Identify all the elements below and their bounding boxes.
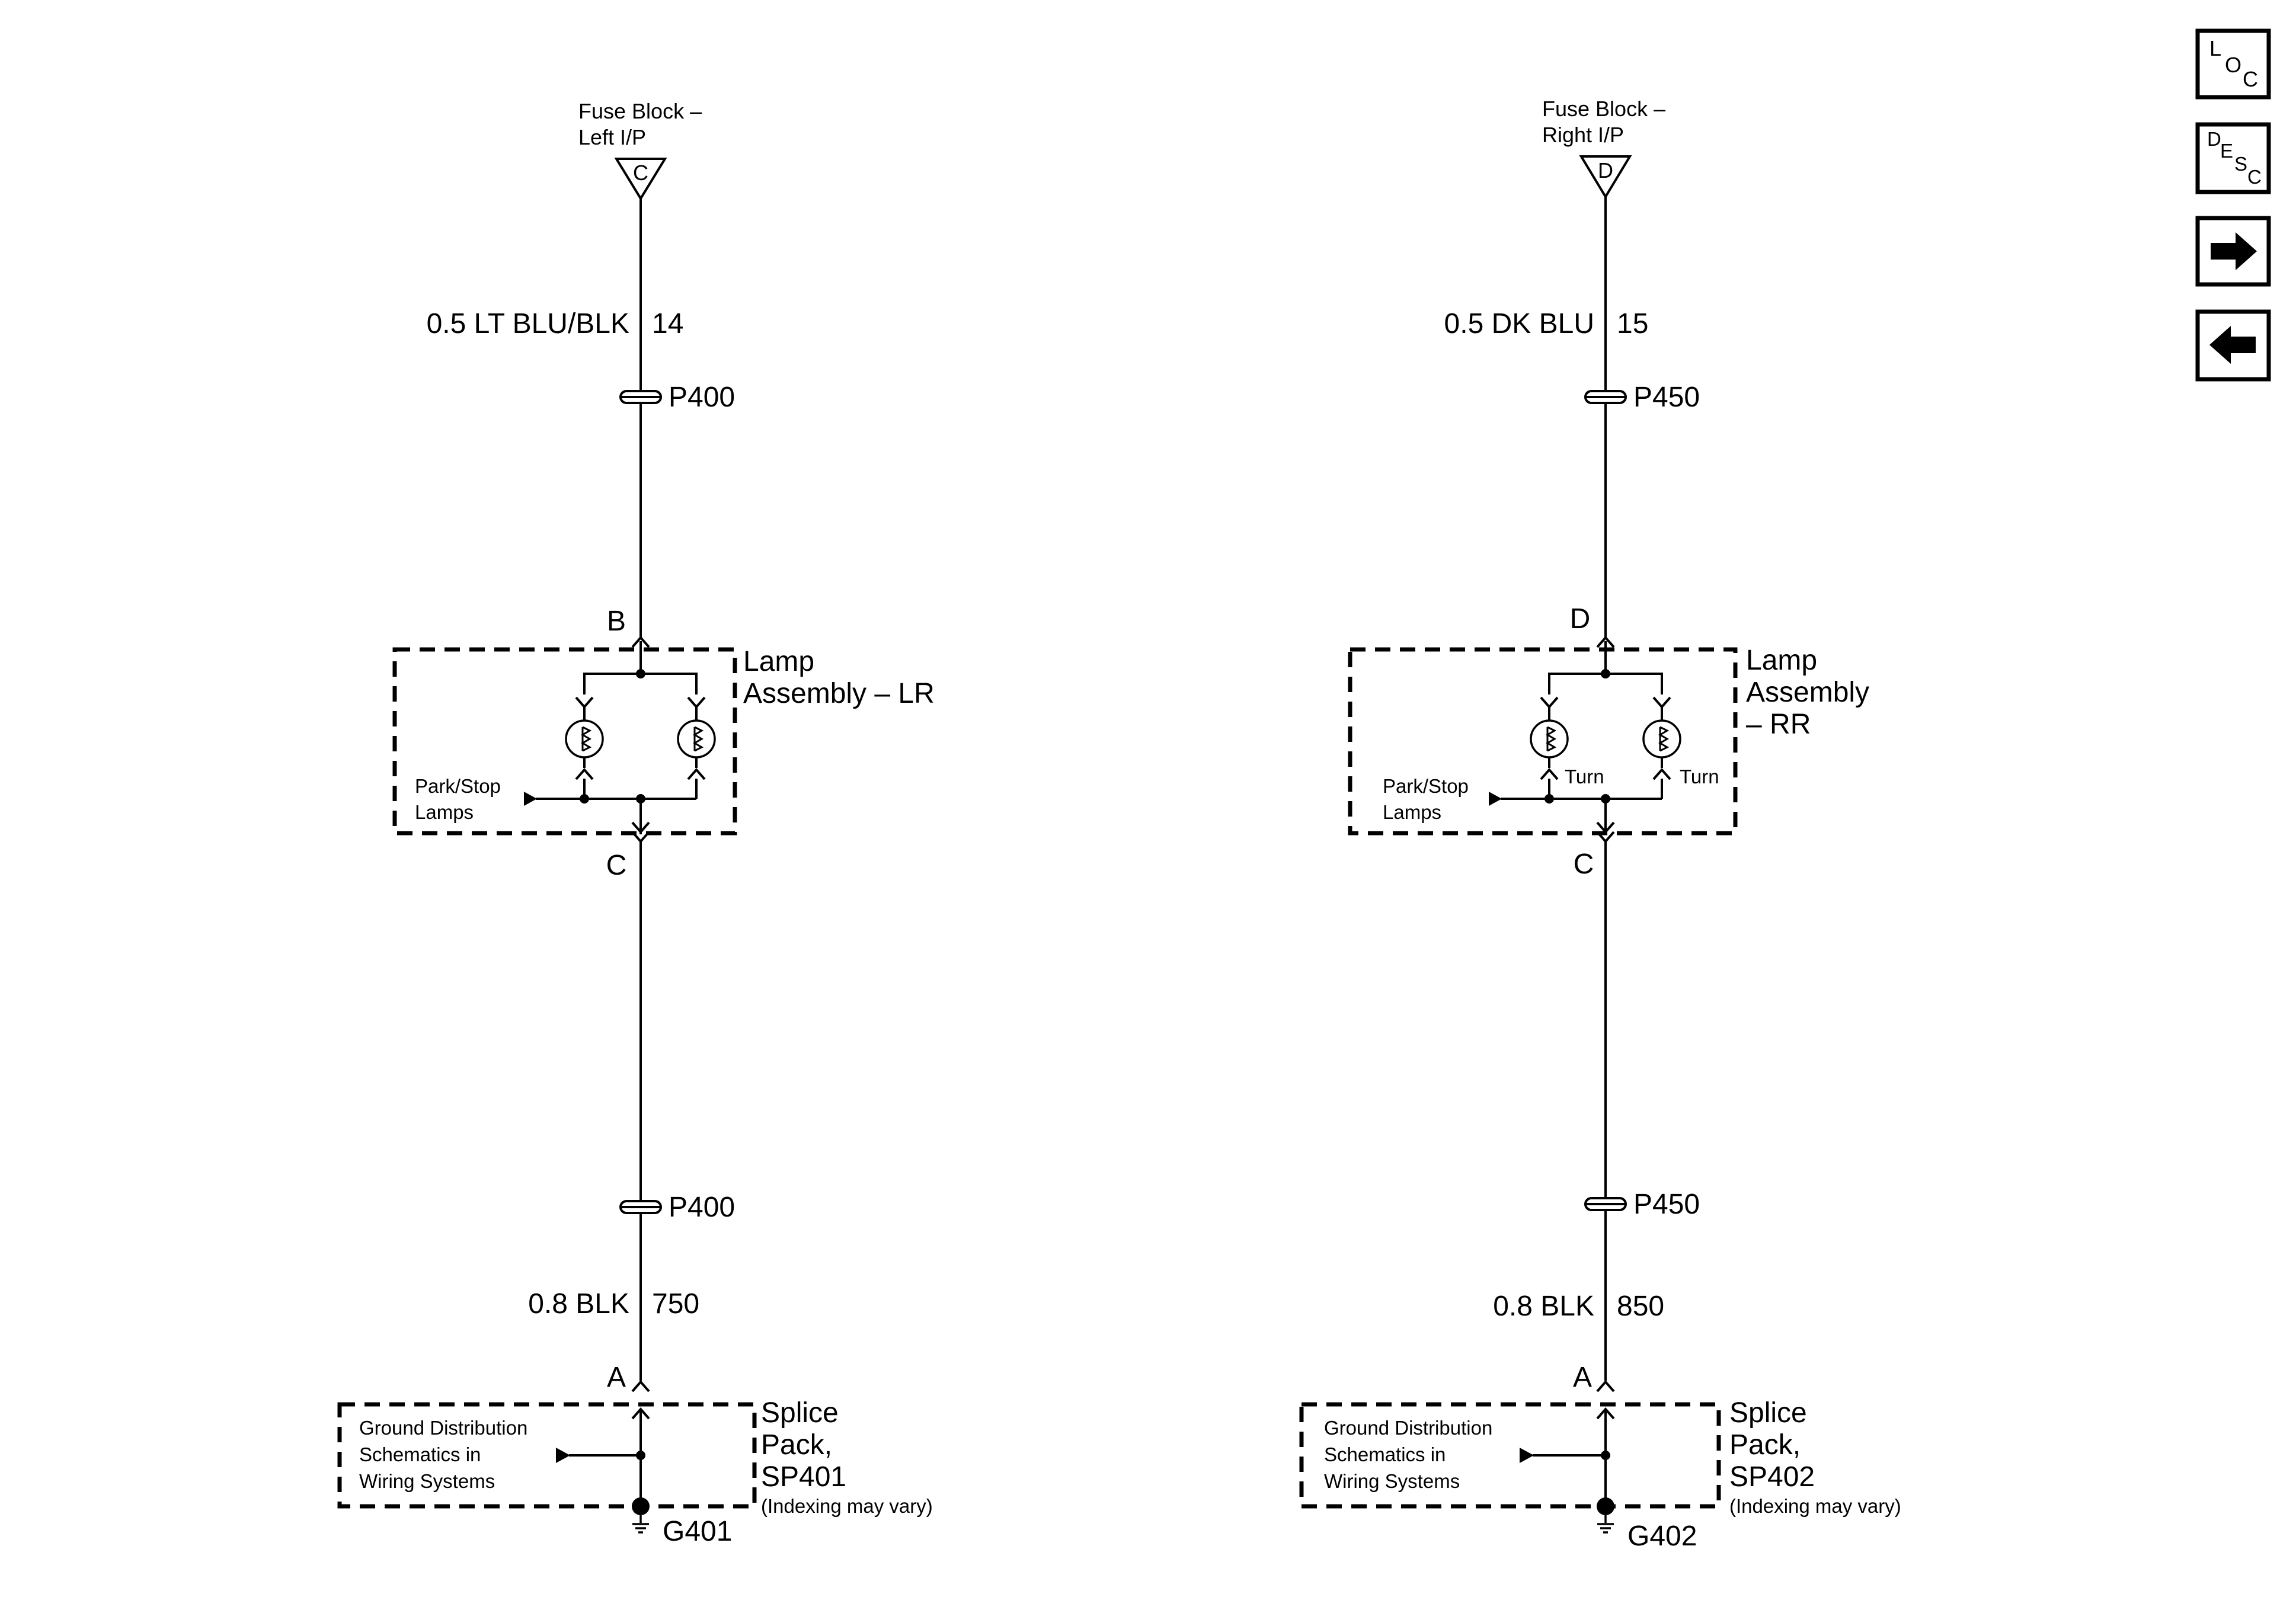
left-assembly-label-line1: Lamp xyxy=(743,646,814,677)
right-pin-bottom: C xyxy=(1574,849,1594,880)
right-ground-label: G402 xyxy=(1627,1521,1697,1552)
left-connector-lower-icon xyxy=(619,1200,662,1214)
left-splice-pin: A xyxy=(607,1362,626,1393)
right-ground-ref-line2: Schematics in xyxy=(1324,1443,1446,1465)
right-lower-wire-desc: 0.8 BLK xyxy=(1493,1291,1594,1322)
right-upper-wire-desc: 0.5 DK BLU xyxy=(1444,308,1594,340)
desc-letter-s: S xyxy=(2234,153,2247,175)
right-turn-label-1: Turn xyxy=(1565,766,1604,788)
loc-button[interactable]: L O C xyxy=(2195,28,2271,100)
right-pin-top: D xyxy=(1570,603,1591,635)
right-source-label-line2: Right I/P xyxy=(1542,123,1624,147)
left-pin-top: B xyxy=(607,606,626,637)
right-splice-pin-icon xyxy=(1596,1381,1615,1393)
left-source-label-line2: Left I/P xyxy=(578,125,646,149)
left-fuse-terminal-letter: C xyxy=(633,161,648,185)
desc-letter-d: D xyxy=(2207,128,2221,150)
right-splice-note: (Indexing may vary) xyxy=(1729,1495,1901,1517)
left-connector-upper-icon xyxy=(619,390,662,404)
right-assembly-label-line3: – RR xyxy=(1746,709,1811,740)
desc-letter-e: E xyxy=(2220,140,2233,162)
left-bulb-2-icon xyxy=(677,719,716,758)
right-splice-pack-box xyxy=(1299,1402,1721,1509)
right-lamps-label-line1: Park/Stop xyxy=(1383,775,1469,797)
right-lower-wire-circuit: 850 xyxy=(1617,1291,1664,1322)
right-splice-dot-top xyxy=(1601,669,1610,678)
right-turn-label-2: Turn xyxy=(1680,766,1719,788)
right-connector-upper-icon xyxy=(1584,390,1627,404)
left-lamps-label-line1: Park/Stop xyxy=(415,775,501,797)
right-lamps-arrow-icon xyxy=(1489,792,1502,806)
left-connector-lower-label: P400 xyxy=(669,1192,735,1223)
left-fuse-terminal-icon xyxy=(614,158,667,201)
right-arrow-icon xyxy=(2211,232,2257,270)
left-splice-label-line2: Pack, xyxy=(761,1429,832,1461)
right-lamps-label-line2: Lamps xyxy=(1383,801,1441,823)
left-splice-label-line3: SP401 xyxy=(761,1461,846,1493)
right-bulb-1-icon xyxy=(1530,719,1569,758)
left-ground-ref-arrow-icon xyxy=(556,1448,570,1463)
desc-letter-c: C xyxy=(2247,166,2262,188)
right-fuse-terminal-icon xyxy=(1579,155,1632,199)
left-lamp-assembly-box xyxy=(392,647,737,836)
left-assembly-label-line2: Assembly – LR xyxy=(743,678,935,709)
left-lamps-label-line2: Lamps xyxy=(415,801,474,823)
left-ground-ref-line2: Schematics in xyxy=(359,1443,481,1465)
left-splice-pack-box xyxy=(337,1402,757,1509)
right-connector-upper-label: P450 xyxy=(1633,382,1700,413)
right-fuse-terminal-letter: D xyxy=(1598,158,1613,183)
left-lower-wire-circuit: 750 xyxy=(652,1288,699,1320)
right-splice-label-line1: Splice xyxy=(1729,1397,1807,1429)
left-arrow-icon xyxy=(2209,326,2256,364)
left-ground-ref-line3: Wiring Systems xyxy=(359,1470,495,1492)
loc-letter-l: L xyxy=(2209,36,2221,60)
left-ground-label: G401 xyxy=(663,1516,732,1547)
left-bulb-1-icon xyxy=(565,719,604,758)
back-button[interactable] xyxy=(2195,309,2271,382)
right-ground-ref-line1: Ground Distribution xyxy=(1324,1417,1492,1439)
right-assembly-label-line1: Lamp xyxy=(1746,645,1817,676)
right-ground-icon xyxy=(1595,1496,1616,1534)
right-splice-pin: A xyxy=(1573,1362,1592,1393)
left-circuit: Fuse Block – Left I/P C 0.5 LT BLU/BLK 1… xyxy=(337,99,935,1547)
left-splice-dot-top xyxy=(636,669,645,678)
left-splice-note: (Indexing may vary) xyxy=(761,1495,933,1517)
left-splice-label-line1: Splice xyxy=(761,1397,839,1429)
right-ground-ref-arrow-icon xyxy=(1520,1448,1534,1463)
right-circuit: Fuse Block – Right I/P D 0.5 DK BLU 15 P… xyxy=(1299,97,1901,1552)
desc-button[interactable]: D E S C xyxy=(2195,122,2271,194)
left-ground-icon xyxy=(631,1496,651,1534)
forward-button[interactable] xyxy=(2195,216,2271,287)
right-splice-label-line2: Pack, xyxy=(1729,1429,1801,1461)
left-connector-upper-label: P400 xyxy=(669,382,735,413)
right-bulb-2-icon xyxy=(1642,719,1681,758)
left-upper-wire-desc: 0.5 LT BLU/BLK xyxy=(427,308,629,340)
loc-letter-c: C xyxy=(2243,67,2258,91)
right-lamp-assembly-box xyxy=(1348,647,1738,836)
left-lamps-arrow-icon xyxy=(524,792,537,806)
right-assembly-label-line2: Assembly xyxy=(1746,677,1869,708)
left-pin-bottom: C xyxy=(606,850,627,881)
left-splice-pin-icon xyxy=(631,1381,650,1393)
right-connector-lower-icon xyxy=(1584,1197,1627,1211)
right-ground-ref-line3: Wiring Systems xyxy=(1324,1470,1460,1492)
right-upper-wire-circuit: 15 xyxy=(1617,308,1648,340)
loc-letter-o: O xyxy=(2225,53,2241,77)
right-source-label-line1: Fuse Block – xyxy=(1542,97,1665,121)
left-upper-wire-circuit: 14 xyxy=(652,308,683,340)
left-source-label-line1: Fuse Block – xyxy=(578,99,702,123)
left-lower-wire-desc: 0.8 BLK xyxy=(528,1288,629,1320)
right-splice-label-line3: SP402 xyxy=(1729,1461,1815,1493)
right-connector-lower-label: P450 xyxy=(1633,1189,1700,1220)
left-ground-ref-line1: Ground Distribution xyxy=(359,1417,527,1439)
